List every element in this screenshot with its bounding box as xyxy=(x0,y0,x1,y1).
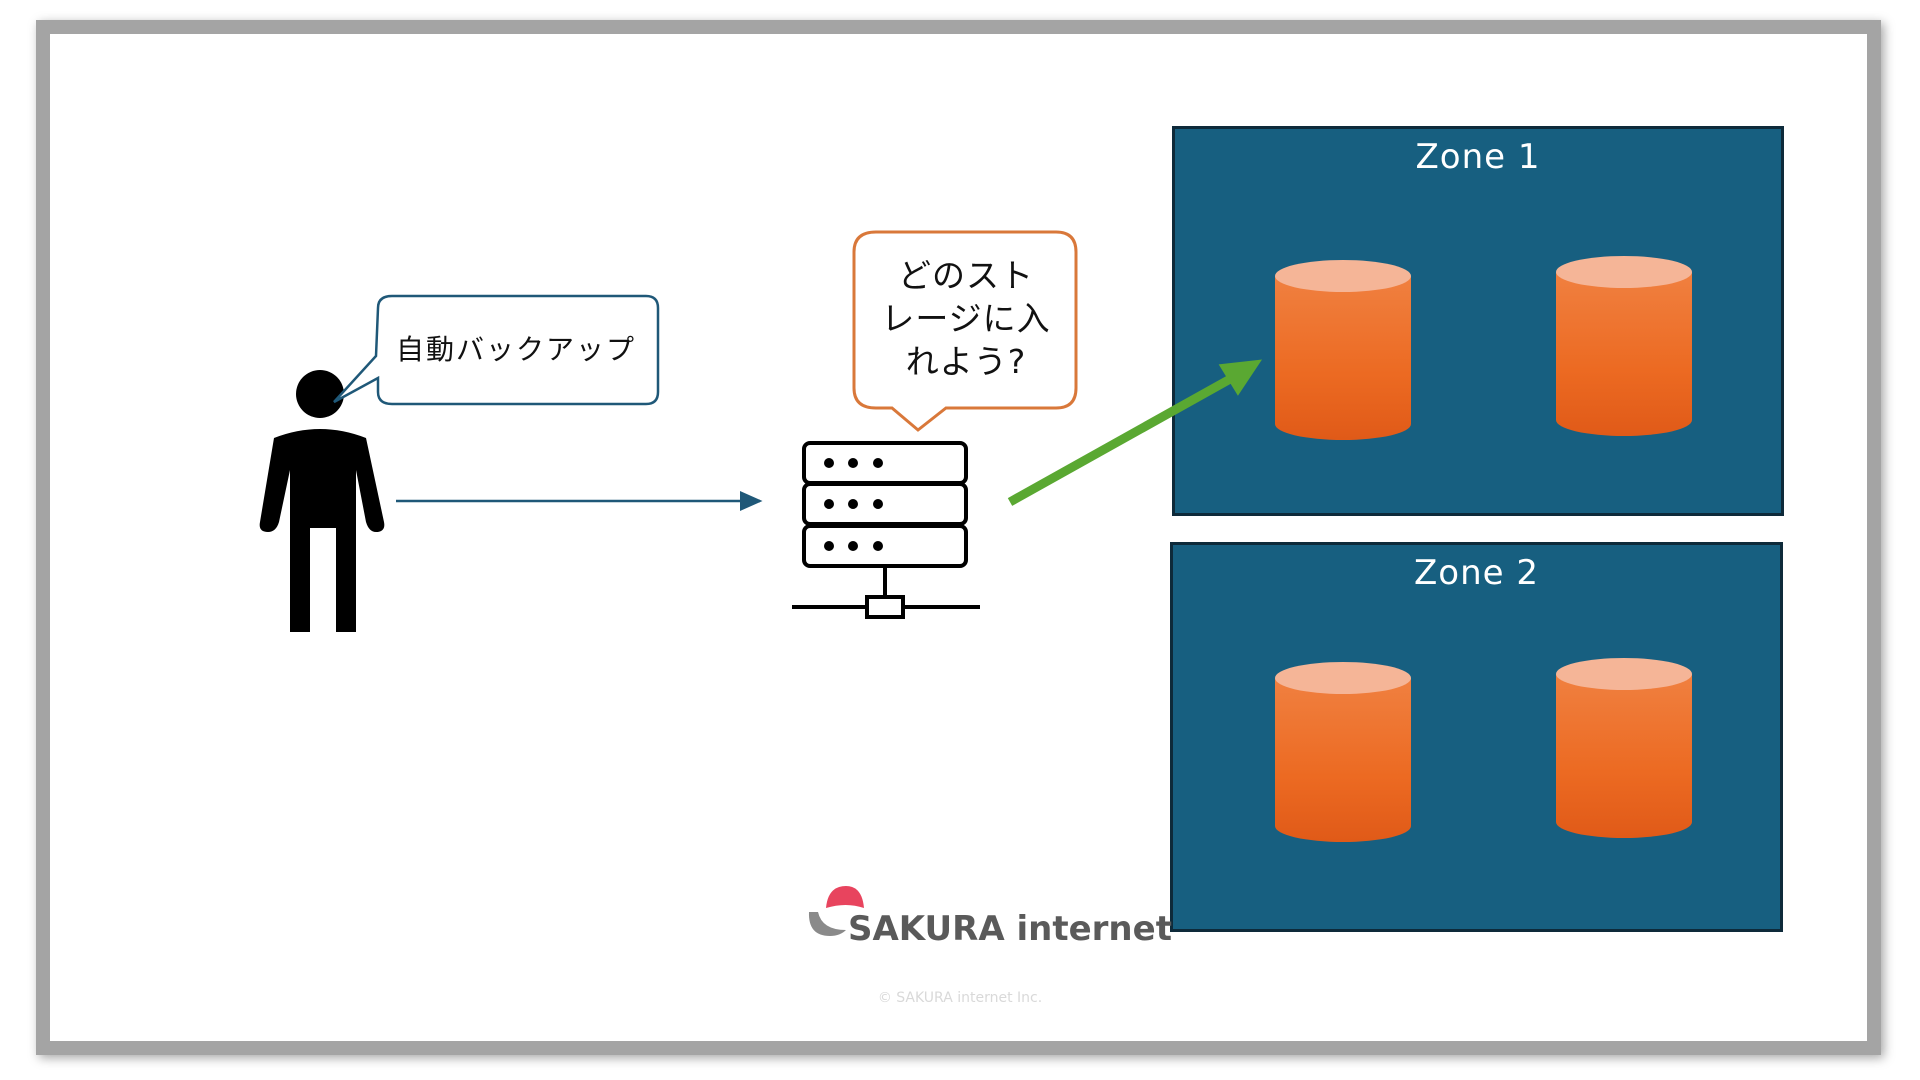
copyright-text: © SAKURA internet Inc. xyxy=(877,990,1043,1006)
storage-cylinder-icon xyxy=(1556,256,1692,436)
green-arrow-to-storage xyxy=(1007,359,1263,506)
server-bubble-line-1: どのスト xyxy=(898,256,1034,295)
storage-cylinder-icon xyxy=(1275,662,1411,842)
server-bubble-text: どのスト レージに入 れよう? xyxy=(862,254,1070,383)
person-icon xyxy=(259,370,385,632)
user-speech-bubble xyxy=(333,294,660,406)
storage-cylinder-icon xyxy=(1275,260,1411,440)
server-speech-bubble xyxy=(852,230,1078,432)
zone-2-label: Zone 2 xyxy=(1414,553,1539,593)
server-icon xyxy=(792,441,980,619)
server-status-dots xyxy=(824,458,883,551)
storage-cylinder-icon xyxy=(1556,658,1692,838)
user-bubble-text: 自動バックアップ xyxy=(395,333,636,366)
sakura-logo-text: SAKURA internet xyxy=(848,909,1172,949)
zone-1-label: Zone 1 xyxy=(1415,137,1541,177)
server-bubble-line-2: レージに入 xyxy=(881,299,1051,338)
server-bubble-line-3: れよう? xyxy=(905,342,1027,381)
sakura-logo-icon xyxy=(808,886,864,936)
